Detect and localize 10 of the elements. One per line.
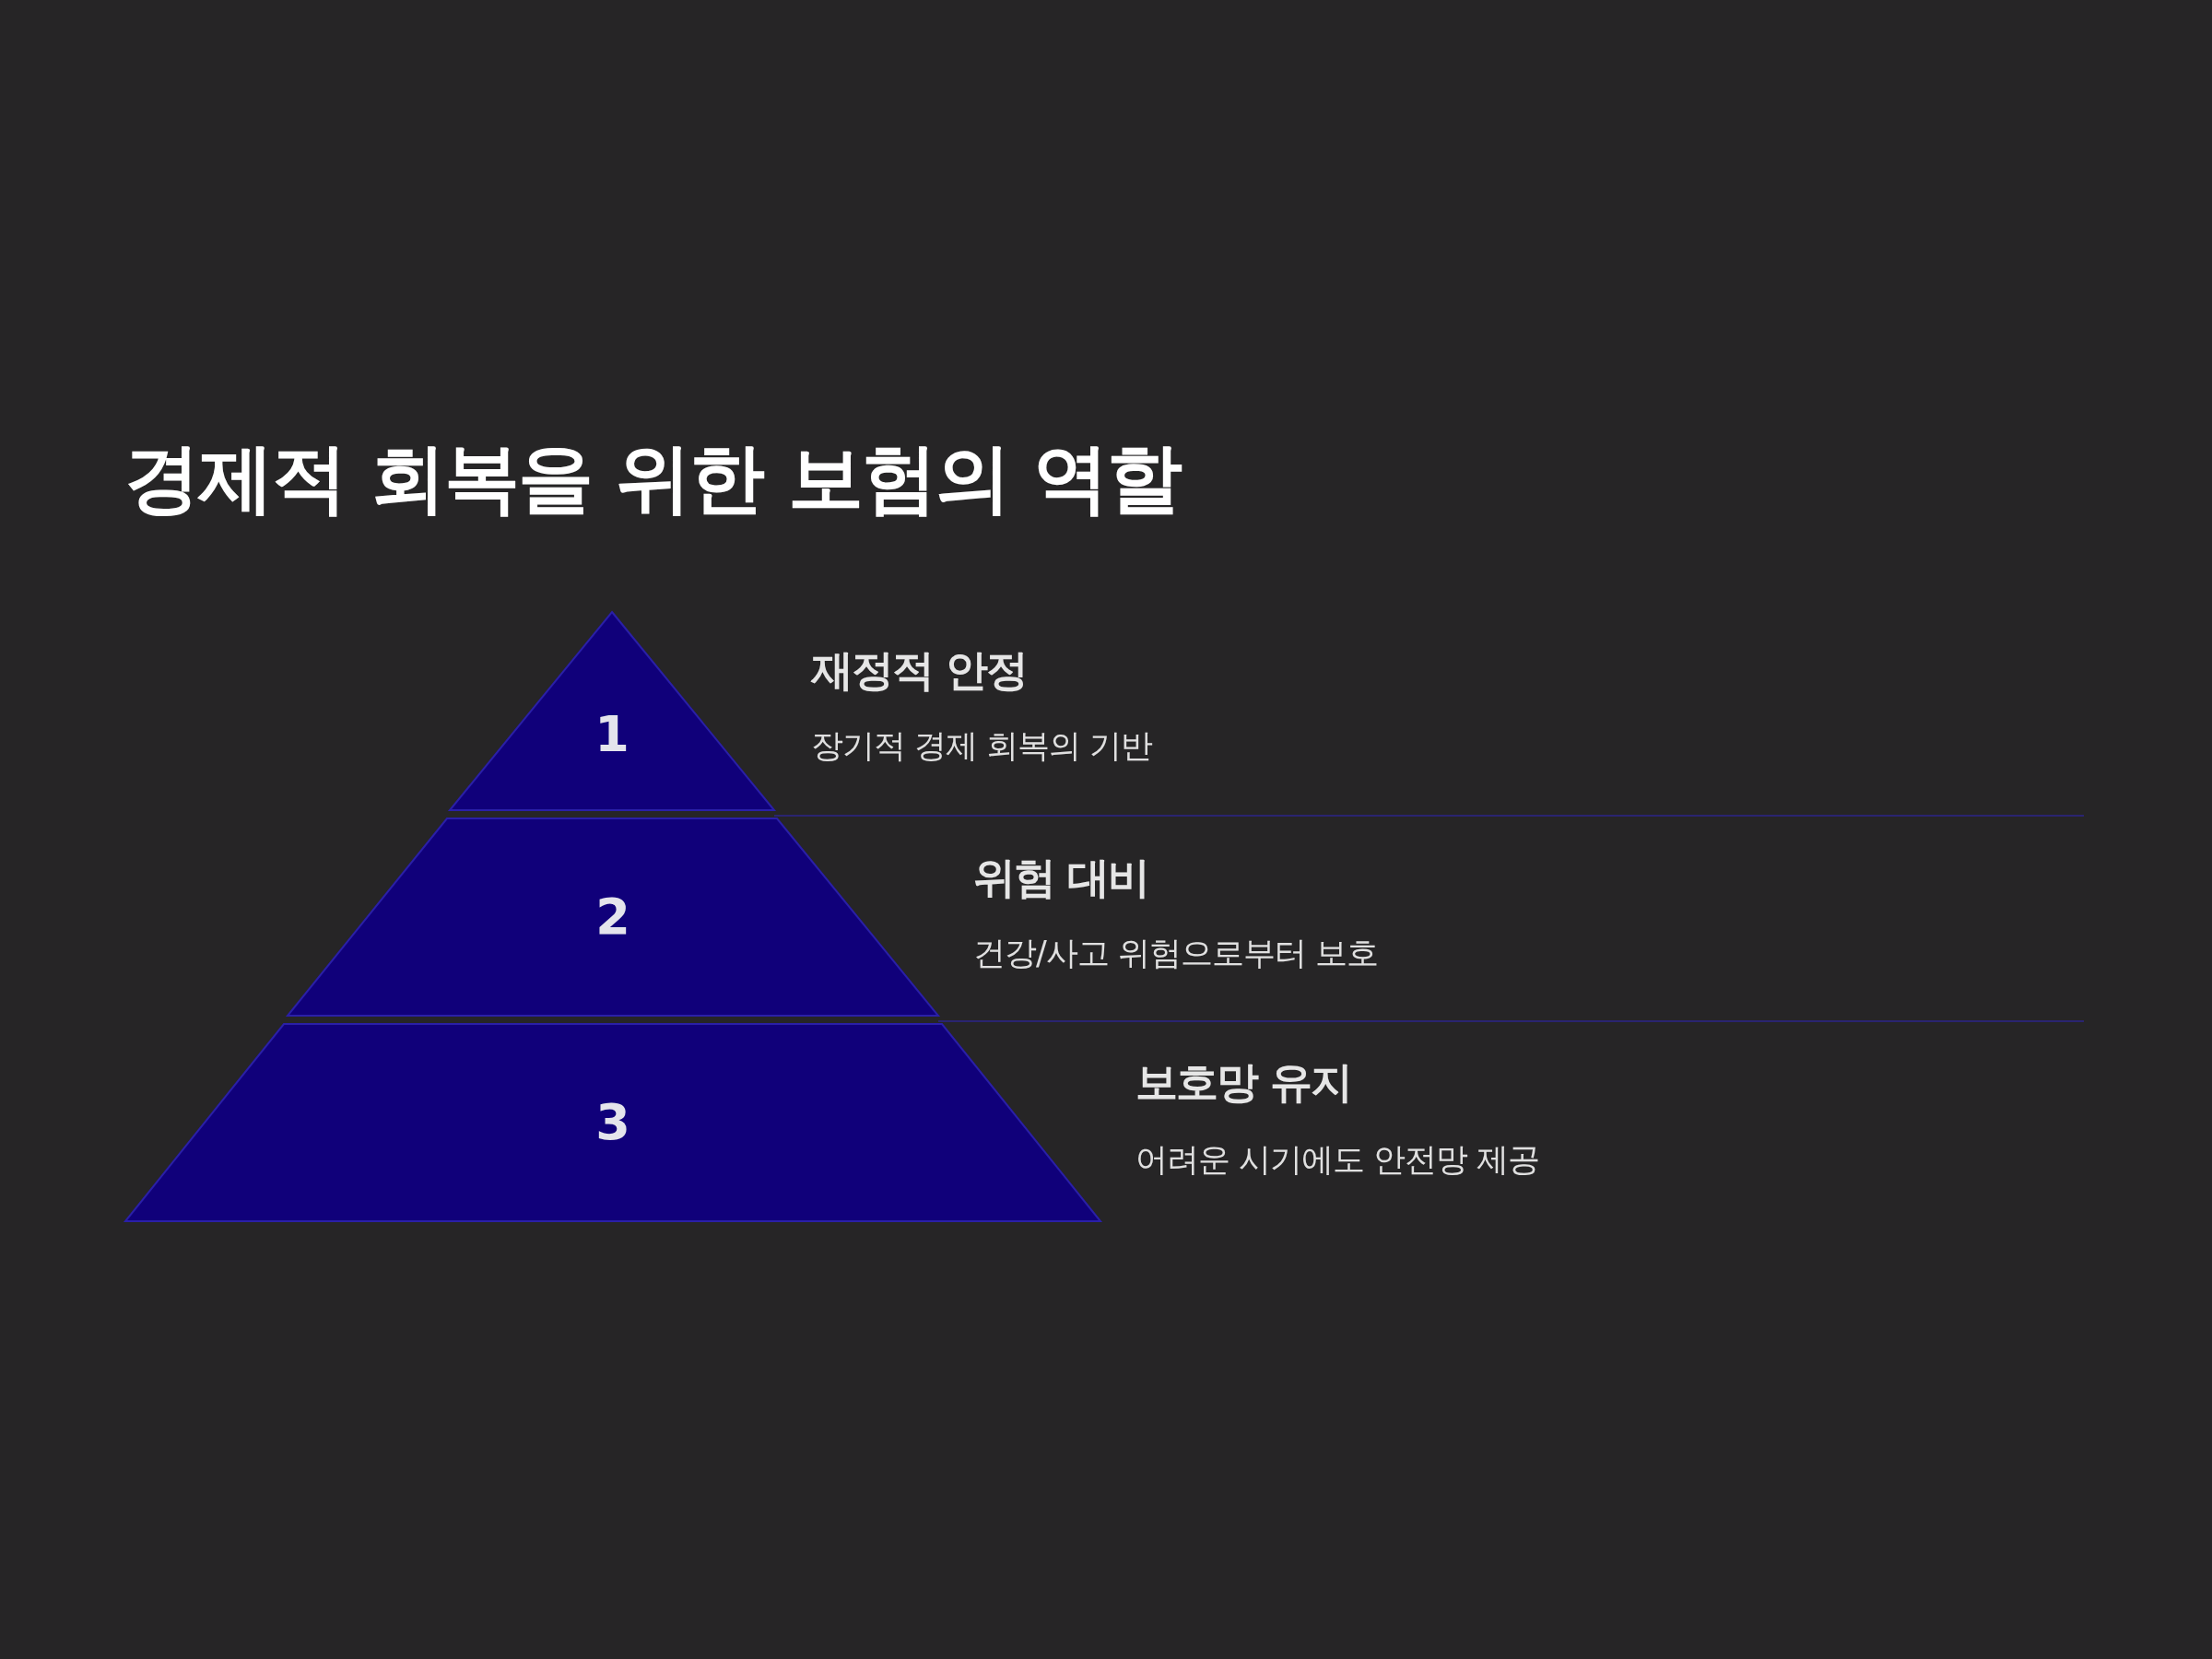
tier-number: 1: [594, 710, 629, 760]
tier-heading: 보호망 유지: [1135, 1057, 1351, 1109]
tier-heading: 위험 대비: [973, 853, 1148, 904]
tier-description: 건강/사고 위험으로부터 보호: [973, 934, 1379, 972]
tier-number: 3: [595, 1098, 630, 1147]
title: 경제적 회복을 위한 보험의 역할: [124, 433, 1182, 524]
tier-number: 2: [595, 892, 630, 942]
tier-heading: 재정적 안정: [811, 645, 1027, 697]
tier-description: 장기적 경제 회복의 기반: [811, 726, 1153, 765]
tier-description: 어려운 시기에도 안전망 제공: [1135, 1140, 1540, 1179]
